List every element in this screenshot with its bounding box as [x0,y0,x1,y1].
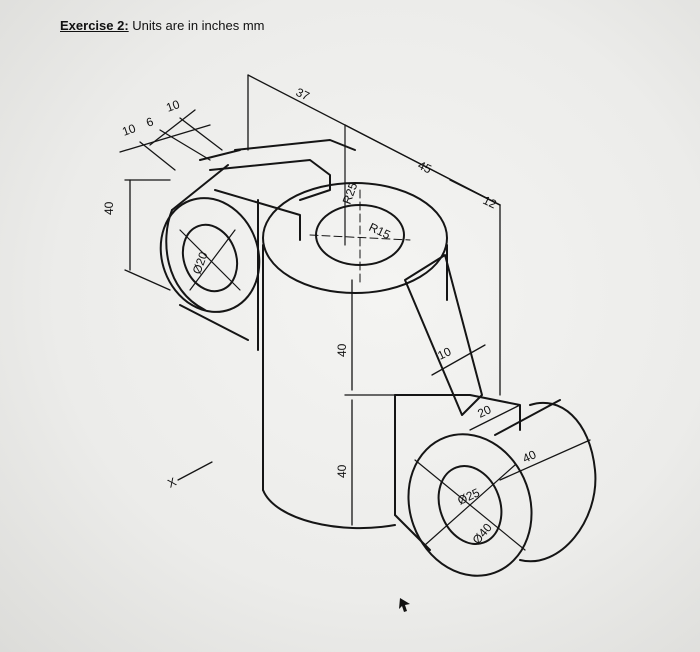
dim-6: 6 [144,114,155,130]
dim-20: 20 [475,402,493,420]
left-boss [159,149,261,341]
dim-40-left: 40 [102,201,116,215]
exercise-text: Units are in inches mm [132,18,265,33]
dimension-labels: 40 10 6 10 37 45 12 R25 R15 Ø20 40 40 10… [102,85,539,547]
dim-12: 12 [481,193,499,211]
dimension-lines [119,74,591,526]
left-arm [209,139,356,351]
dim-40-upper: 40 [335,343,349,357]
dim-40-right: 40 [520,447,538,465]
cursor-icon [399,598,410,612]
exercise-title: Exercise 2: Units are in inches mm [60,18,265,33]
dim-45: 45 [416,158,434,176]
main-cylinder [262,124,448,530]
lower-block [394,394,521,551]
dim-10-a: 10 [120,121,138,139]
dim-10-b: 10 [164,97,182,115]
dim-37: 37 [294,85,312,103]
exercise-label: Exercise 2: [60,18,129,33]
dim-phi20: Ø20 [190,250,211,276]
right-boss [407,399,597,577]
axis-x-mark: X [165,475,178,491]
rib [404,254,483,416]
dim-10-rib: 10 [435,344,453,362]
dim-phi40: Ø40 [470,520,496,547]
dim-40-lower: 40 [335,464,349,478]
